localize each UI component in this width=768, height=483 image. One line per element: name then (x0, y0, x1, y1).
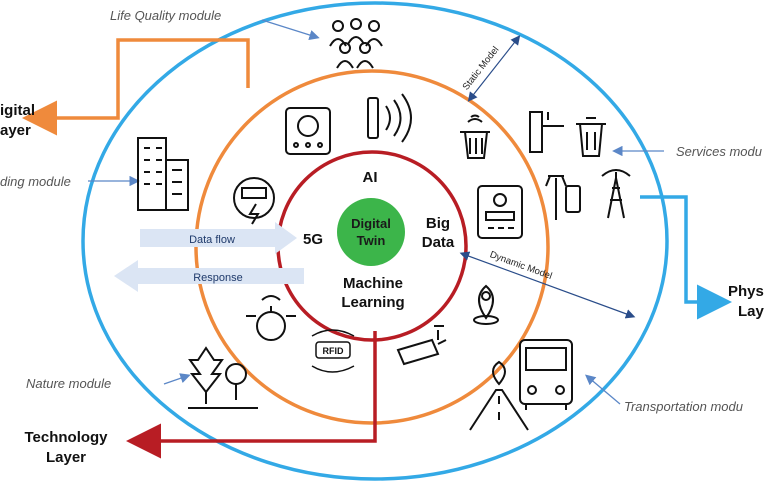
services-module-label: Services modu (676, 144, 762, 159)
life-quality-module-label: Life Quality module (110, 8, 221, 23)
digital-layer-label-line1: igital (0, 102, 35, 119)
center-label-line1: Digital (351, 216, 391, 231)
buildings-icon (137, 137, 189, 211)
big-data-label-line1: Big (426, 215, 450, 232)
road-icon (469, 360, 529, 431)
trash-can-icon (576, 117, 606, 157)
power-tower-icon (601, 169, 631, 219)
five-g-label: 5G (303, 231, 323, 248)
location-pin-icon (473, 284, 499, 325)
dynamic-model-arrow (459, 251, 636, 319)
rfid-label: RFID (323, 346, 344, 356)
physical-layer-arrow (640, 195, 732, 320)
life-quality-pointer (261, 19, 320, 41)
smart-meter-icon (233, 177, 275, 225)
outer-ring (81, 1, 669, 481)
static-model-arrow (467, 35, 521, 102)
transportation-module-label: Transportation modu (624, 399, 743, 414)
digital-layer-label-line2: ayer (0, 122, 31, 139)
physical-layer-label-line1: Phys (728, 283, 764, 300)
response-label: Response (193, 272, 243, 284)
dynamic-model-label: Dynamic Model (488, 249, 553, 282)
trees-icon (188, 346, 258, 409)
ai-label: AI (363, 169, 378, 186)
bus-icon (519, 339, 573, 410)
street-light-icon (545, 175, 581, 220)
digital-twin-core (337, 198, 405, 266)
water-pipe-icon (529, 111, 564, 153)
smart-thermostat-icon (285, 107, 331, 155)
nature-module-label: Nature module (26, 376, 111, 391)
data-flow-arrow (140, 222, 297, 254)
ml-label-line1: Machine (343, 275, 403, 292)
transportation-pointer (585, 374, 621, 405)
water-valve-icon (246, 295, 296, 341)
big-data-label-line2: Data (422, 234, 455, 251)
technology-layer-arrow (126, 331, 377, 459)
rfid-tag-icon (311, 329, 355, 373)
technology-layer-label-line1: Technology (24, 429, 108, 446)
building-module-label: ding module (0, 174, 71, 189)
center-label-line2: Twin (357, 233, 386, 248)
physical-layer-label-line2: Lay (738, 303, 765, 320)
robot-device-icon (477, 185, 523, 239)
people-group-icon (329, 18, 383, 69)
nature-pointer (163, 373, 191, 385)
data-flow-label: Data flow (189, 234, 235, 246)
ml-label-line2: Learning (341, 294, 404, 311)
digital-layer-arrow (22, 38, 250, 136)
security-camera-icon (396, 325, 447, 366)
response-arrow (114, 260, 304, 292)
smart-bin-icon (460, 114, 490, 159)
technology-layer-label-line2: Layer (46, 449, 86, 466)
smart-sensor-icon (367, 93, 412, 143)
